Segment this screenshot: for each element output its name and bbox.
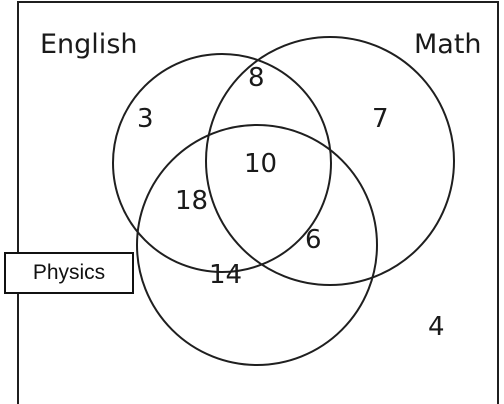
math-circle	[205, 36, 455, 286]
math-only-count: 7	[372, 104, 389, 134]
physics-label-box: Physics	[4, 252, 134, 294]
physics-circle	[136, 124, 378, 366]
math-physics-only-count: 6	[305, 225, 322, 255]
physics-label: Physics	[32, 261, 106, 284]
none-count: 4	[428, 312, 445, 342]
physics-only-count: 14	[209, 260, 242, 290]
english-circle	[112, 53, 332, 273]
english-physics-only-count: 18	[175, 186, 208, 216]
english-only-count: 3	[137, 104, 154, 134]
math-label: Math	[414, 29, 482, 60]
all-three-count: 10	[244, 149, 277, 179]
universal-set-border	[17, 1, 499, 404]
english-label: English	[40, 29, 138, 60]
english-math-only-count: 8	[248, 63, 265, 93]
